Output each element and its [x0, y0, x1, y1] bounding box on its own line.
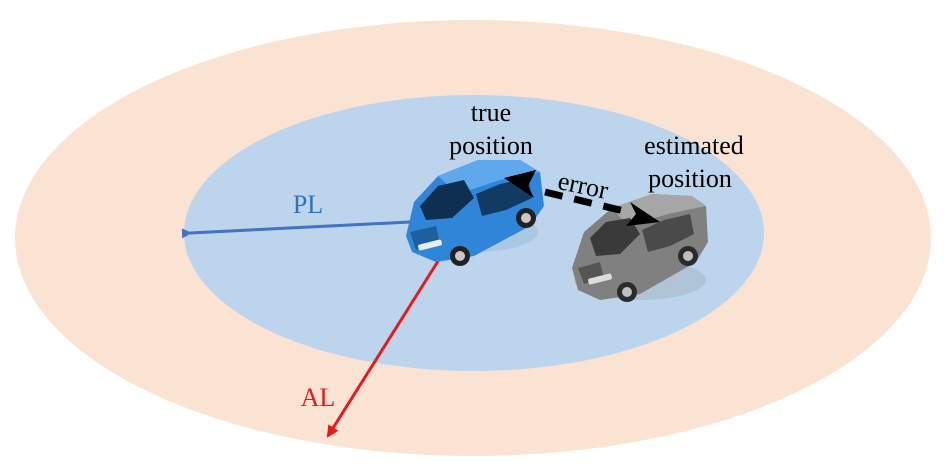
estimated-position-label-line2: position [648, 164, 732, 193]
true-position-label-line1: true [471, 98, 511, 127]
pl-label: PL [293, 190, 323, 219]
estimated-position-label-line1: estimated [644, 131, 744, 160]
true-car-icon [406, 160, 544, 266]
al-label: AL [301, 383, 336, 412]
pl-arrow [181, 220, 411, 239]
error-arrow [504, 170, 660, 226]
true-position-label-line2: position [449, 131, 533, 160]
al-arrow [326, 257, 442, 438]
estimated-car-icon [572, 194, 708, 302]
